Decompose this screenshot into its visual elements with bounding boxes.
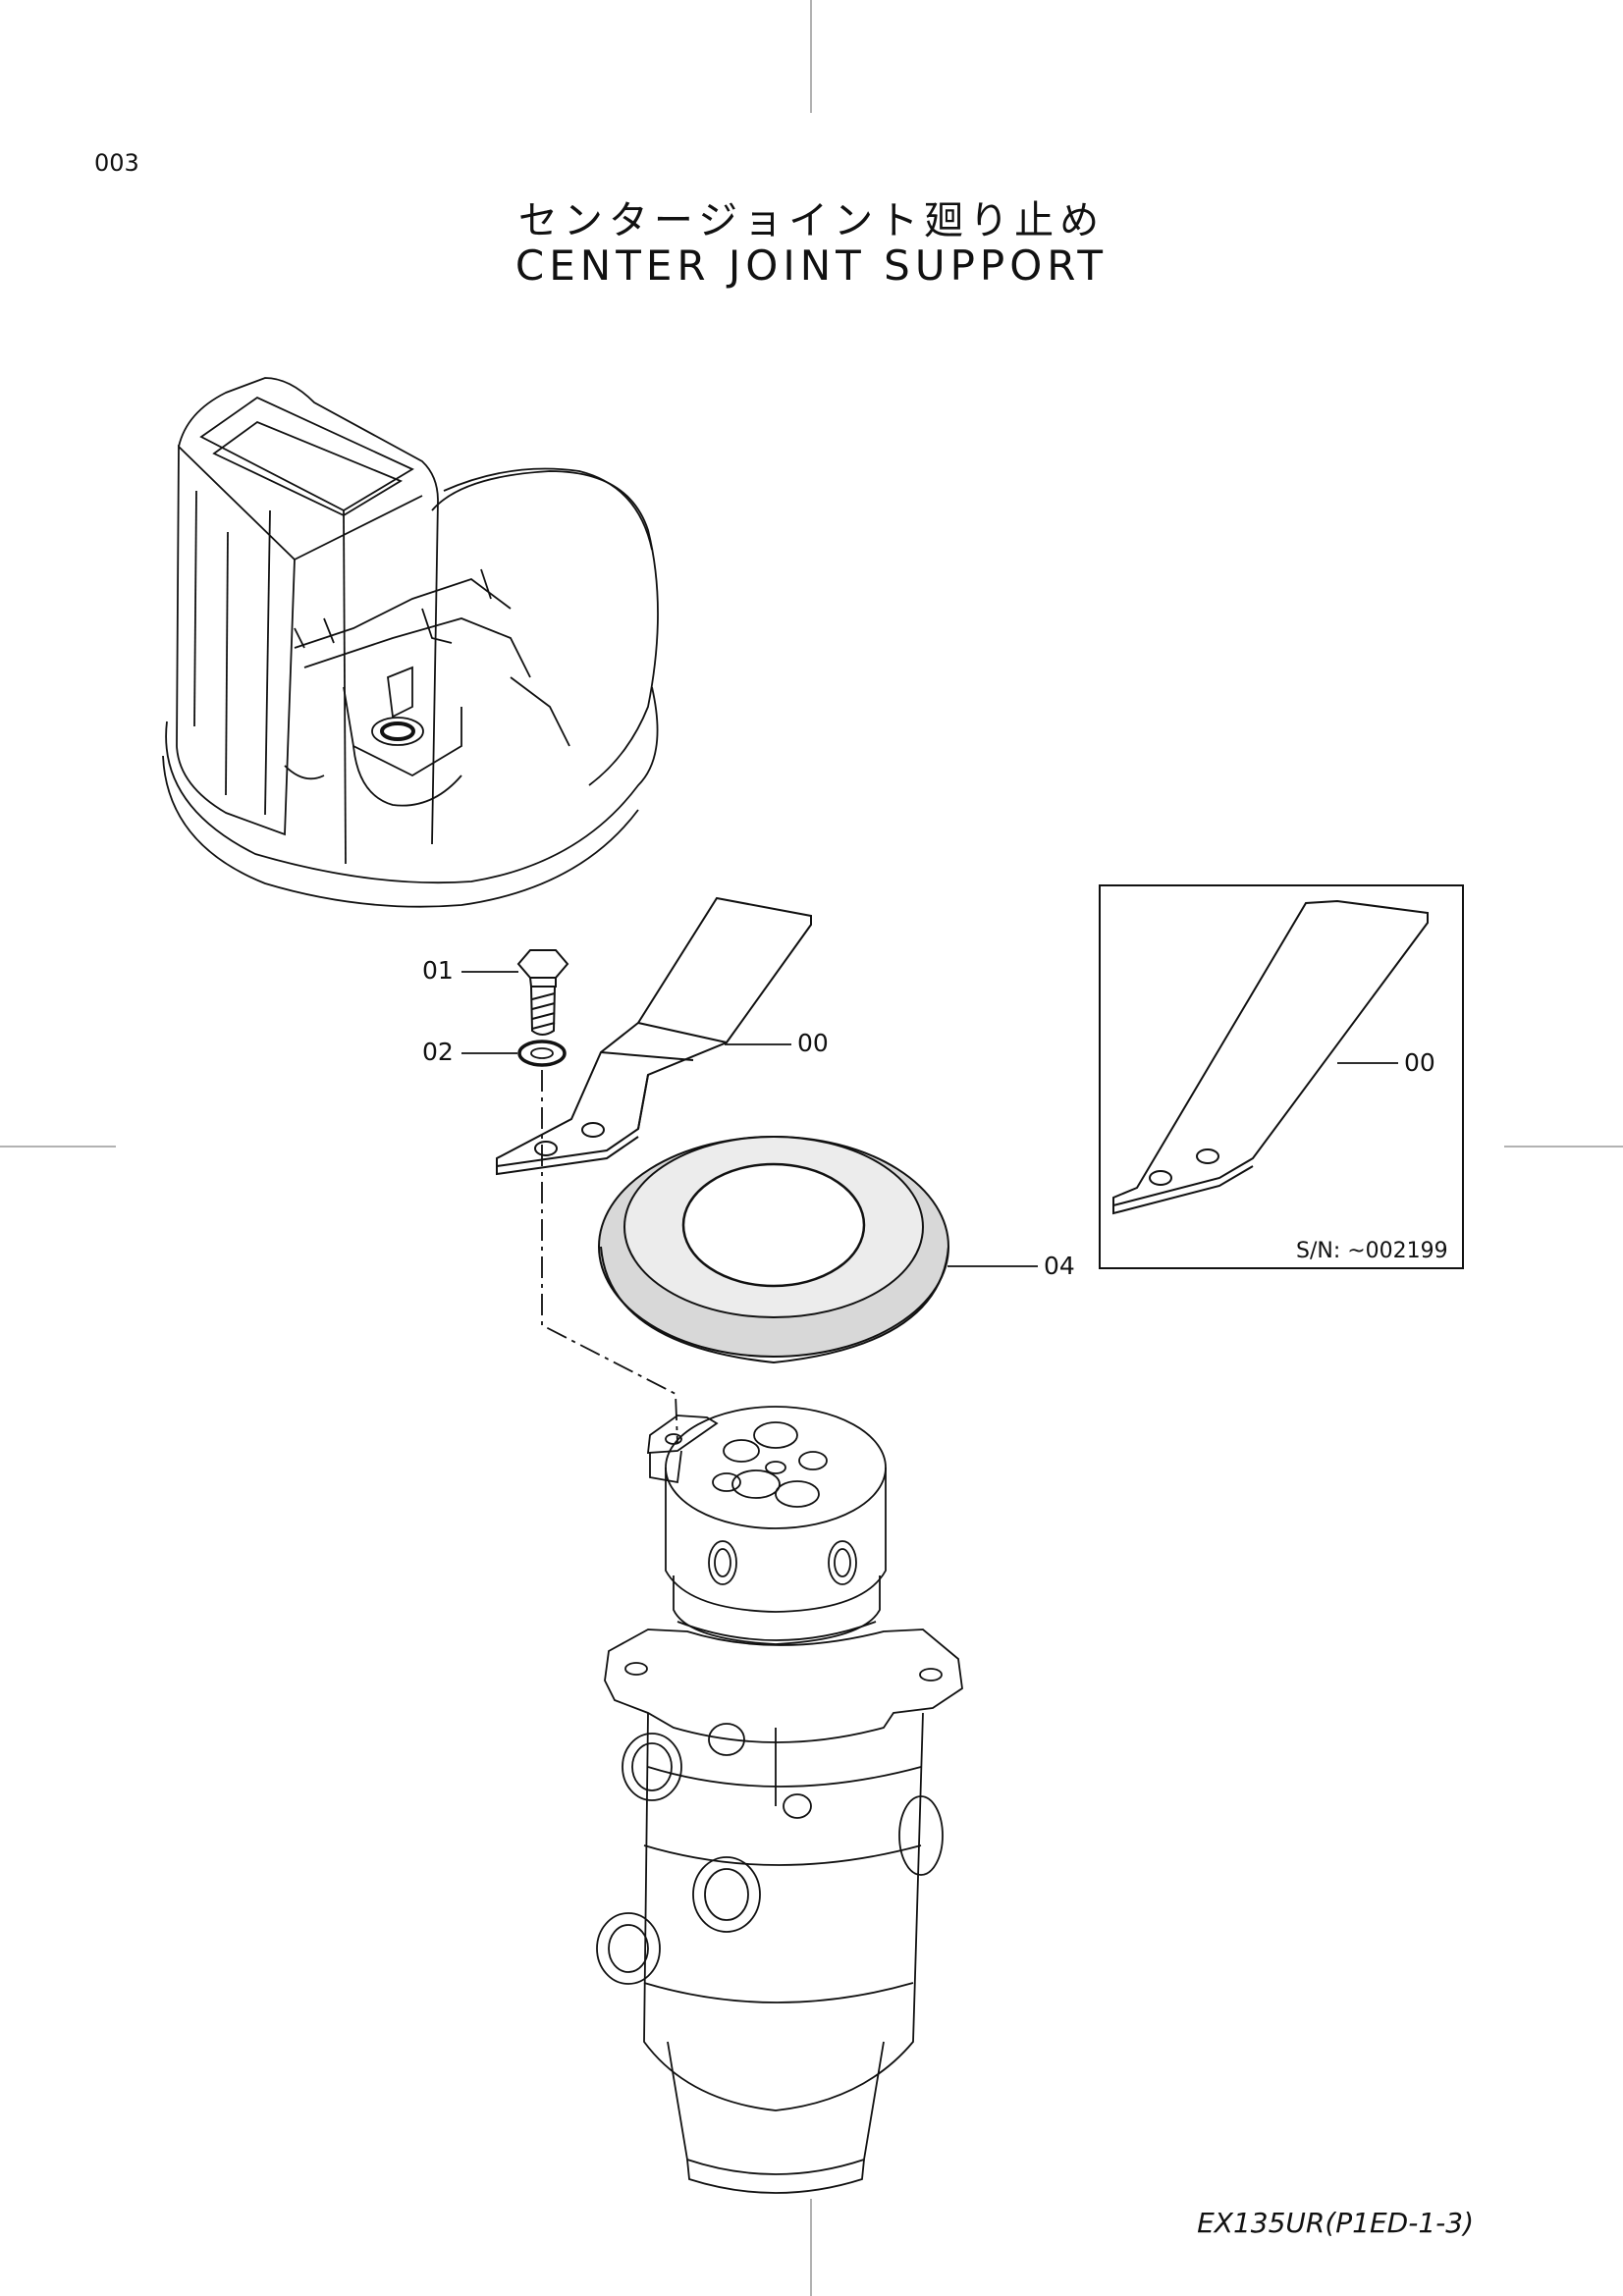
serial-number-range: S/N: ~002199	[1296, 1239, 1448, 1263]
lock-washer-02	[517, 1040, 567, 1067]
page-number: 003	[94, 149, 139, 177]
assembly-centerline	[541, 1070, 678, 1444]
callout-01: 01	[422, 956, 454, 985]
callout-leaders	[461, 971, 1398, 1267]
callout-04: 04	[1044, 1252, 1075, 1280]
bolt-01	[516, 949, 569, 1036]
callout-00-inset: 00	[1404, 1048, 1435, 1077]
stopper-plate-00	[496, 896, 812, 1176]
stopper-plate-00-inset	[1112, 899, 1429, 1207]
callout-02: 02	[422, 1038, 454, 1066]
center-joint-body	[596, 1406, 963, 2194]
callout-00: 00	[797, 1029, 829, 1057]
inset-panel	[1099, 884, 1464, 1269]
model-code: EX135UR(P1ED-1-3)	[1197, 2207, 1474, 2239]
seal-ring-04	[598, 1136, 949, 1364]
machine-overview-illustration	[162, 377, 659, 908]
title-english: CENTER JOINT SUPPORT	[514, 241, 1109, 290]
title-japanese: センタージョイント廻り止め	[517, 198, 1106, 243]
